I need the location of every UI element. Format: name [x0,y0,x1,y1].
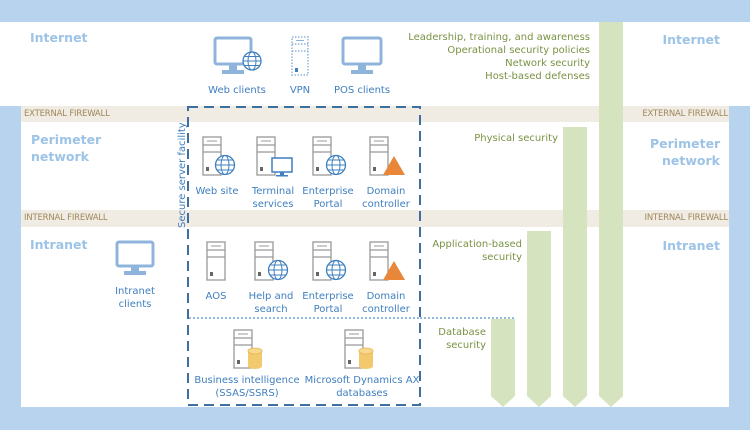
zone-label-intranet-right: Intranet [662,238,720,253]
node-pos-clients: POS clients [330,36,394,97]
node-domain-controller-perimeter: Domain controller [358,135,414,211]
node-help-and-search: Help and search [243,240,299,316]
node-label: VPN [289,85,311,96]
arrow-application-security [527,231,551,407]
node-label: Microsoft Dynamics AX databases [304,375,420,399]
server-dotted-icon [291,36,309,76]
arrow-top-layers [599,22,623,407]
monitor-icon [341,36,383,74]
security-layer-database: Database security [438,327,486,351]
zone-label-perimeter-right: Perimeter network [650,136,721,168]
zone-label-internet-right: Internet [662,32,720,47]
node-aos: AOS [196,240,236,303]
server-triangle-icon [369,136,405,176]
security-layer-operational: Operational security policies [447,45,590,56]
node-web-clients: Web clients [205,36,269,97]
monitor-globe-icon [213,36,262,74]
secure-server-facility-box [187,106,421,406]
server-globe-icon [202,136,236,176]
node-label: Business intelligence (SSAS/SSRS) [194,375,300,399]
server-globe-icon [254,241,289,281]
node-enterprise-portal-perimeter: Enterprise Portal [300,135,356,211]
security-layer-leadership: Leadership, training, and awareness [408,32,590,43]
node-label: Enterprise Portal [302,186,354,210]
internal-firewall-label-right: INTERNAL FIREWALL [644,213,729,223]
server-triangle-icon [369,241,405,281]
node-intranet-clients: Intranet clients [105,240,165,311]
node-label: Web site [195,186,239,197]
external-firewall-band [21,106,729,122]
server-database-icon [344,329,374,369]
internal-firewall-label-left: INTERNAL FIREWALL [24,213,108,223]
node-label: Help and search [248,291,294,315]
node-domain-controller-intranet: Domain controller [358,240,414,316]
node-business-intelligence: Business intelligence (SSAS/SSRS) [194,328,300,400]
security-layer-physical: Physical security [474,133,558,144]
server-icon [206,241,226,281]
node-label: Domain controller [362,291,410,315]
node-dynamics-ax-databases: Microsoft Dynamics AX databases [303,328,421,400]
node-label: Intranet clients [115,286,155,310]
node-vpn: VPN [282,36,318,97]
zone-label-internet-left: Internet [30,30,88,45]
facility-label: Secure server facility [177,122,188,228]
node-label: Enterprise Portal [302,291,354,315]
node-label: Domain controller [362,186,410,210]
node-label: Web clients [208,85,266,96]
security-layer-host: Host-based defenses [485,71,590,82]
zone-label-intranet-left: Intranet [30,237,88,252]
node-label: POS clients [333,85,391,96]
monitor-icon [115,240,155,275]
external-firewall-label-left: EXTERNAL FIREWALL [24,109,110,119]
security-layer-network: Network security [505,58,590,69]
node-terminal-services: Terminal services [245,135,301,211]
server-database-icon [233,329,263,369]
server-monitor-icon [256,136,293,177]
node-label: AOS [205,291,227,302]
arrow-physical-security [563,127,587,407]
security-layer-application: Application-based security [432,239,522,263]
internal-firewall-band [21,210,729,227]
external-firewall-label-right: EXTERNAL FIREWALL [642,109,728,119]
server-globe-icon [312,241,347,281]
server-globe-icon [312,136,347,176]
security-top-layers: Leadership, training, and awareness Oper… [408,31,590,83]
node-enterprise-portal-intranet: Enterprise Portal [300,240,356,316]
node-web-site: Web site [193,135,241,198]
arrow-database-security [491,319,515,407]
node-label: Terminal services [251,186,295,210]
zone-label-perimeter-left: Perimeter network [31,132,102,164]
